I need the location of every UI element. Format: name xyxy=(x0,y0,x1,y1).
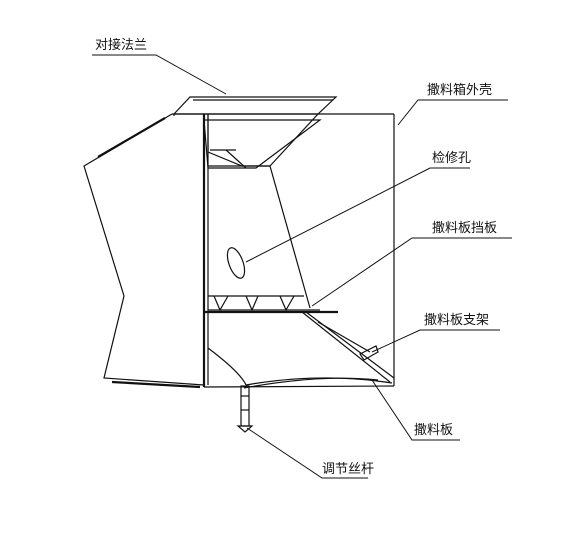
spread-plate xyxy=(207,311,395,389)
label-inspection-hole: 检修孔 xyxy=(432,151,472,166)
label-flange: 对接法兰 xyxy=(95,38,148,53)
flange-shape xyxy=(172,96,338,116)
adjust-rod xyxy=(236,385,254,433)
label-spread-plate: 撒料板 xyxy=(414,423,454,438)
inner-hopper xyxy=(203,113,322,309)
label-baffle: 撒料板挡板 xyxy=(432,221,498,236)
left-side-panel xyxy=(83,113,205,389)
baffle-plate xyxy=(204,295,338,314)
inspection-hole xyxy=(226,247,246,279)
label-shell: 撒料箱外壳 xyxy=(427,83,493,98)
leader-lines xyxy=(92,54,512,479)
label-adjust-rod: 调节丝杆 xyxy=(322,462,375,477)
label-bracket: 撒料板支架 xyxy=(424,313,490,328)
